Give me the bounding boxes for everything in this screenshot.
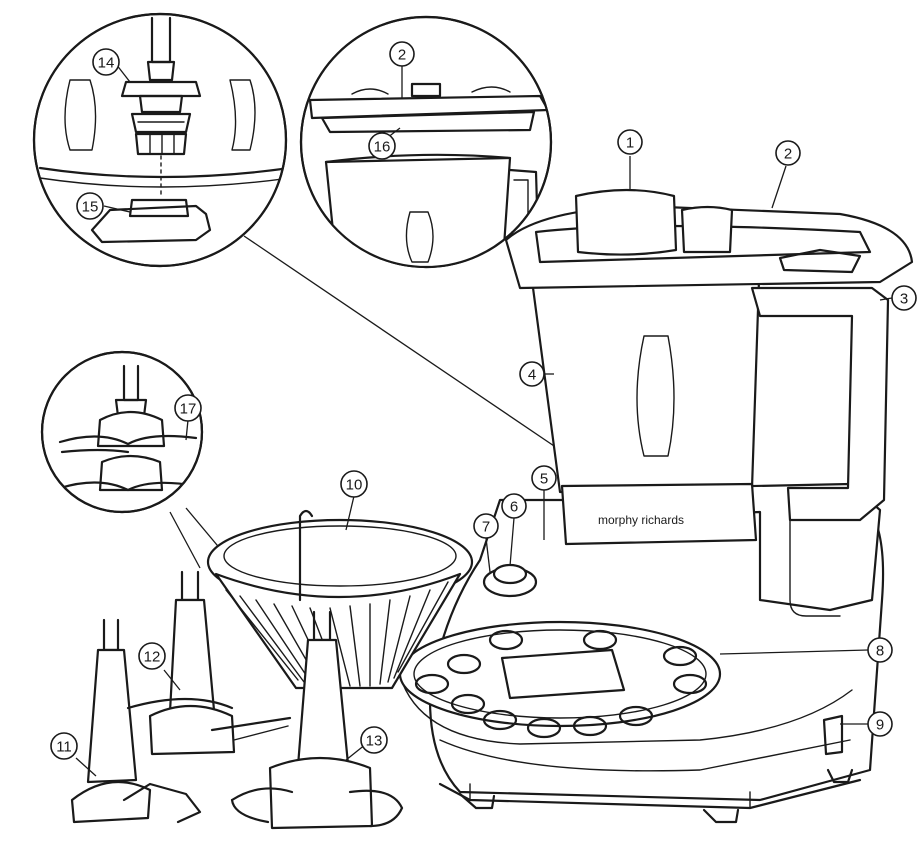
callout-10: 10 — [340, 470, 368, 498]
svg-text:6: 6 — [510, 499, 518, 516]
callout-9: 9 — [867, 711, 893, 737]
blade-attachment-11 — [70, 618, 202, 824]
svg-text:5: 5 — [540, 471, 548, 488]
callout-7: 7 — [473, 513, 499, 539]
steamer-basket — [206, 509, 474, 690]
callout-2-main: 2 — [775, 140, 801, 166]
callout-1: 1 — [617, 129, 643, 155]
callout-12: 12 — [138, 642, 166, 670]
inset-link-line — [169, 511, 201, 569]
callout-11: 11 — [50, 732, 78, 760]
svg-text:11: 11 — [56, 739, 72, 756]
callout-13: 13 — [360, 726, 388, 754]
svg-text:1: 1 — [626, 135, 634, 152]
blade-attachment-13 — [230, 610, 404, 830]
food-processor-main: morphy richards — [398, 188, 914, 824]
svg-text:17: 17 — [180, 401, 197, 418]
callout-6: 6 — [501, 493, 527, 519]
callout-16: 16 — [368, 132, 396, 160]
callout-14: 14 — [92, 48, 120, 76]
callout-17: 17 — [174, 394, 202, 422]
callout-4: 4 — [519, 361, 545, 387]
inset-blade-assembly — [32, 12, 288, 268]
callout-15: 15 — [76, 192, 104, 220]
svg-text:9: 9 — [876, 717, 884, 734]
svg-text:2: 2 — [784, 146, 792, 163]
inset-link-line — [243, 235, 561, 451]
svg-text:15: 15 — [82, 199, 99, 216]
svg-text:10: 10 — [346, 477, 363, 494]
blade-attachment-12 — [126, 570, 292, 756]
svg-text:8: 8 — [876, 643, 884, 660]
svg-text:3: 3 — [900, 291, 908, 308]
callout-8: 8 — [867, 637, 893, 663]
svg-text:4: 4 — [528, 367, 536, 384]
brand-logo-text: morphy richards — [598, 513, 684, 527]
svg-text:14: 14 — [98, 55, 115, 72]
svg-text:7: 7 — [482, 519, 490, 536]
svg-text:2: 2 — [398, 47, 406, 64]
callout-5: 5 — [531, 465, 557, 491]
svg-text:12: 12 — [144, 649, 161, 666]
inset-lid-seal — [299, 15, 553, 269]
callout-2-inset: 2 — [389, 41, 415, 67]
svg-text:13: 13 — [366, 733, 383, 750]
inset-blade-attachments — [40, 350, 204, 514]
svg-text:16: 16 — [374, 139, 391, 156]
callout-leaders — [75, 63, 893, 777]
callout-3: 3 — [891, 285, 917, 311]
